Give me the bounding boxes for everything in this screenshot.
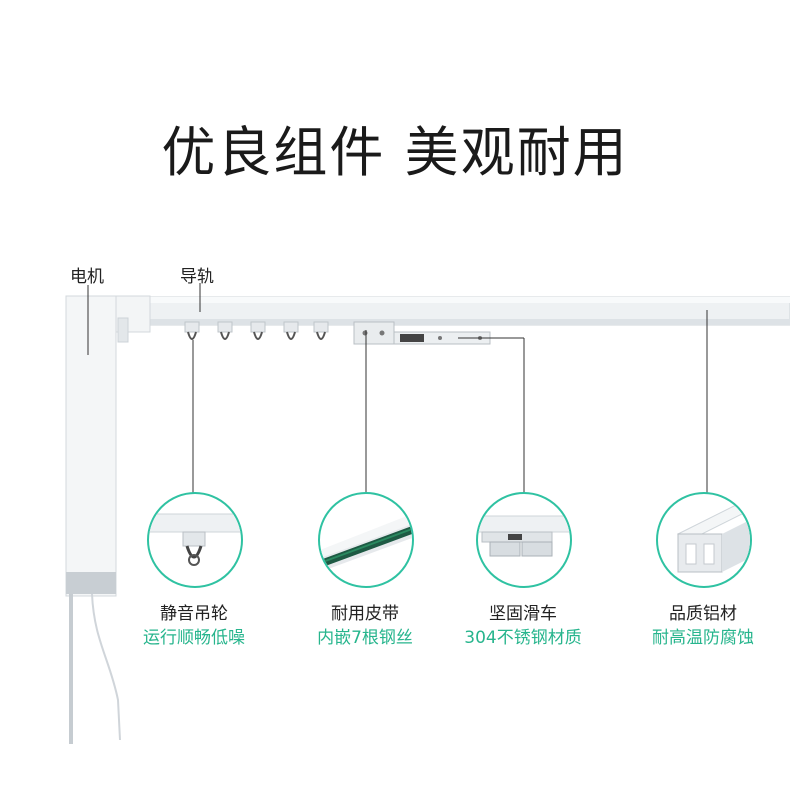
hook-wheel-icon: [149, 513, 241, 566]
rail-label: 导轨: [180, 267, 214, 287]
hook-wheels: [184, 321, 329, 340]
feature-title-belt: 耐用皮带: [331, 604, 399, 624]
hook-wheel-circle: [147, 492, 243, 588]
feature-subtitle-belt: 内嵌7根钢丝: [317, 628, 413, 648]
page-title: 优良组件 美观耐用: [161, 121, 629, 184]
feature-subtitle-carriage: 304不锈钢材质: [464, 628, 582, 648]
feature-title-carriage: 坚固滑车: [489, 604, 557, 624]
feature-subtitle-hook: 运行顺畅低噪: [143, 628, 245, 648]
callout-lines: [87, 285, 708, 494]
feature-title-hook: 静音吊轮: [160, 604, 228, 624]
rail: [145, 296, 790, 326]
motor: [65, 295, 151, 744]
motor-label: 电机: [70, 267, 104, 287]
carriage: [353, 321, 491, 345]
carriage-icon: [478, 515, 570, 557]
aluminum-profile-icon: [676, 503, 750, 573]
belt-icon: [320, 514, 412, 572]
carriage-circle: [476, 492, 572, 588]
belt-circle: [318, 492, 414, 588]
feature-title-aluminum: 品质铝材: [669, 604, 737, 624]
aluminum-circle: [656, 492, 752, 588]
feature-subtitle-aluminum: 耐高温防腐蚀: [652, 628, 754, 648]
